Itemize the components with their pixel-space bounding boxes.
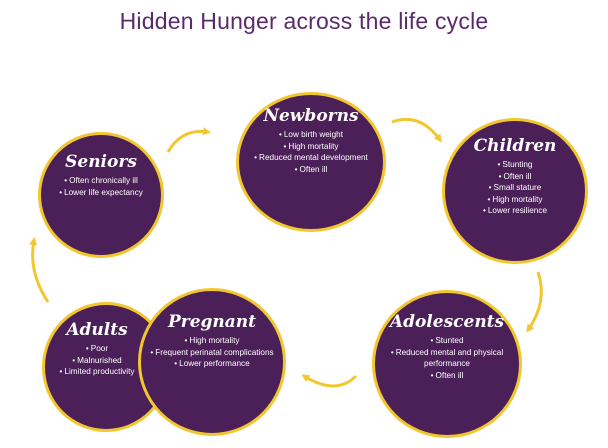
stage-children-title: Children bbox=[473, 136, 557, 156]
diagram-title: Hidden Hunger across the life cycle bbox=[119, 8, 489, 34]
stage-adults-list: •Poor •Malnurished •Limited productivity bbox=[45, 343, 149, 378]
stage-pregnant-item: •Lower performance bbox=[174, 359, 250, 368]
stage-newborns-item: •Low birth weight bbox=[278, 130, 344, 139]
stage-adults-title: Adults bbox=[66, 320, 128, 340]
stage-adolescents-item: •Reduced mental and physical bbox=[390, 347, 504, 357]
stage-children-item: •High mortality bbox=[487, 194, 543, 204]
stage-seniors-title: Seniors bbox=[65, 152, 137, 172]
stage-adolescents-item: •Often ill bbox=[430, 370, 464, 380]
stage-newborns: Newborns •Low birth weight •High mortali… bbox=[236, 92, 386, 232]
stage-children-item: •Lower resilience bbox=[482, 206, 548, 215]
stage-children: Children •Stunting •Often ill •Small sta… bbox=[442, 118, 588, 264]
stage-pregnant-item: •High mortality bbox=[184, 336, 240, 345]
stage-pregnant: Pregnant •High mortality •Frequent perin… bbox=[138, 288, 286, 436]
stage-pregnant-title: Pregnant bbox=[167, 312, 257, 332]
arrow-children-to-adolescents bbox=[526, 271, 543, 333]
stage-children-item: •Often ill bbox=[498, 171, 532, 181]
stage-children-item: •Small stature bbox=[488, 183, 542, 192]
stage-seniors-item: •Lower life expectancy bbox=[59, 187, 143, 197]
stage-adolescents: Adolescents •Stunted •Reduced mental and… bbox=[372, 290, 522, 438]
arrow-adolescents-to-pregnant bbox=[301, 374, 358, 388]
stage-pregnant-item: •Frequent perinatal complications bbox=[150, 347, 274, 357]
arrow-seniors-to-newborns bbox=[166, 127, 211, 153]
stage-adolescents-item: •Stunted bbox=[430, 336, 464, 345]
stage-children-item: •Stunting bbox=[497, 160, 533, 169]
stage-adolescents-title: Adolescents bbox=[389, 312, 505, 332]
stage-seniors: Seniors •Often chronically ill •Lower li… bbox=[38, 132, 164, 258]
stage-adults-item: •Limited productivity bbox=[59, 367, 135, 376]
stage-adolescents-list: •Stunted •Reduced mental and physical pe… bbox=[375, 335, 519, 381]
stage-adults-item: •Malnurished bbox=[72, 355, 122, 365]
stage-adults-item: •Poor bbox=[85, 344, 109, 353]
stage-children-list: •Stunting •Often ill •Small stature •Hig… bbox=[445, 159, 585, 217]
stage-newborns-title: Newborns bbox=[263, 106, 359, 126]
stage-newborns-item: •Often ill bbox=[294, 164, 328, 174]
stage-seniors-item: •Often chronically ill bbox=[64, 176, 138, 185]
stage-newborns-item: •Reduced mental development bbox=[254, 153, 368, 162]
stage-newborns-item: •High mortality bbox=[283, 141, 339, 151]
stage-newborns-list: •Low birth weight •High mortality •Reduc… bbox=[239, 129, 383, 175]
arrow-newborns-to-children bbox=[391, 117, 442, 143]
stage-adolescents-item: performance bbox=[424, 359, 470, 368]
arrow-adults-to-seniors bbox=[29, 237, 50, 303]
stage-seniors-list: •Often chronically ill •Lower life expec… bbox=[41, 175, 161, 198]
stage-pregnant-list: •High mortality •Frequent perinatal comp… bbox=[141, 335, 283, 370]
